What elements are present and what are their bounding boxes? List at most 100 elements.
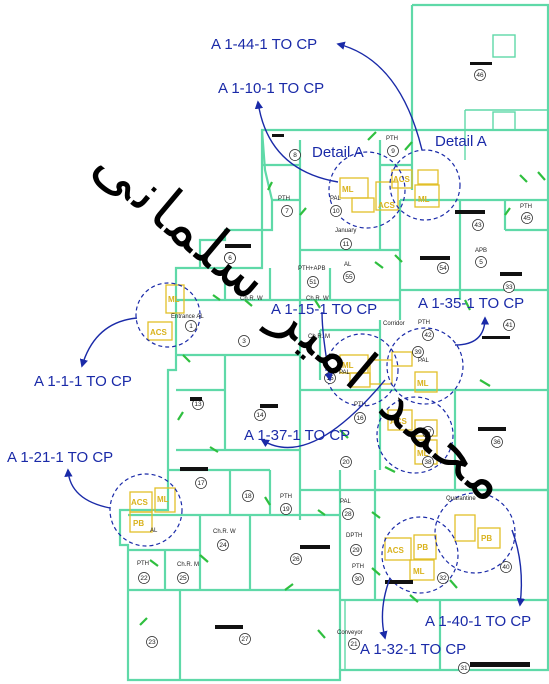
room-number-bubble: 30 bbox=[352, 573, 364, 585]
room-number-bubble: 27 bbox=[239, 633, 251, 645]
room-label: PTH+APB bbox=[298, 266, 326, 272]
room-number-bubble: 20 bbox=[340, 456, 352, 468]
room-label: PTH bbox=[386, 136, 398, 142]
room-number-bubble: 38 bbox=[422, 456, 434, 468]
room-label: PTH bbox=[418, 320, 430, 326]
room-label: Conveyor bbox=[337, 630, 363, 636]
equipment-ml: ML bbox=[417, 379, 429, 388]
room-number: 37 bbox=[424, 429, 432, 436]
equipment-acs: ACS bbox=[150, 328, 168, 337]
room-number-bubble: 55 bbox=[343, 271, 355, 283]
room-number-circle bbox=[503, 281, 515, 293]
room-number-bubble: 19 bbox=[280, 503, 292, 515]
room-label: Ch.R. W bbox=[240, 296, 263, 302]
room-number-circle bbox=[330, 205, 342, 217]
room-number-circle bbox=[475, 256, 487, 268]
room-number-bubble: 43 bbox=[472, 219, 484, 231]
room-number-circle bbox=[350, 544, 362, 556]
room-number-bubble: 29 bbox=[350, 544, 362, 556]
room-number-circle bbox=[437, 572, 449, 584]
room-label: PAL bbox=[330, 196, 342, 202]
room-number-circle bbox=[340, 238, 352, 250]
room-number-bubble: 40 bbox=[500, 561, 512, 573]
room-label: PTH bbox=[280, 494, 292, 500]
room-number-circle bbox=[422, 426, 434, 438]
room-number-bubble: 3 bbox=[238, 335, 250, 347]
room-number: 43 bbox=[474, 222, 482, 229]
room-label: DPTH bbox=[346, 533, 362, 539]
room-number-circle bbox=[422, 329, 434, 341]
room-number: 39 bbox=[414, 349, 422, 356]
room-number-circle bbox=[412, 346, 424, 358]
watermark-text: محمد امیر سلمانی bbox=[80, 129, 523, 516]
callout-1-10-1: A 1-10-1 TO CP bbox=[218, 80, 324, 97]
room-label: Ch.R. M bbox=[308, 334, 330, 340]
room-number-circle bbox=[254, 409, 266, 421]
room-number: 24 bbox=[219, 542, 227, 549]
room-number-bubble: 9 bbox=[387, 145, 399, 157]
room-number-circle bbox=[352, 573, 364, 585]
room-number: 31 bbox=[460, 665, 468, 672]
room-number-bubble: 10 bbox=[330, 205, 342, 217]
room-number-bubble: 11 bbox=[340, 238, 352, 250]
room-number-circle bbox=[280, 503, 292, 515]
room-number-circle bbox=[422, 456, 434, 468]
room-number: 38 bbox=[424, 459, 432, 466]
room-number-bubble: 17 bbox=[195, 477, 207, 489]
room-label: PAL bbox=[339, 370, 351, 376]
room-number-circle bbox=[472, 219, 484, 231]
room-label: Ch.R. M bbox=[177, 562, 199, 568]
room-number-bubble: 37 bbox=[422, 426, 434, 438]
callout-detail-a-left: Detail A bbox=[312, 144, 364, 161]
room-number-circle bbox=[289, 149, 301, 161]
room-label: PTH bbox=[278, 196, 290, 202]
room-number-bubble: 5 bbox=[475, 256, 487, 268]
room-number-circle bbox=[177, 572, 189, 584]
equipment-acs: ACS bbox=[387, 546, 405, 555]
room-number-circle bbox=[521, 212, 533, 224]
room-number: 23 bbox=[148, 639, 156, 646]
room-number-bubble: 16 bbox=[354, 412, 366, 424]
equipment-acs: ACS bbox=[393, 175, 411, 184]
equipment-ml: ML bbox=[342, 185, 354, 194]
room-number-bubble: 39 bbox=[412, 346, 424, 358]
equipment-acs: ACS bbox=[378, 201, 396, 210]
room-label: Ch.R. W bbox=[306, 296, 329, 302]
watermark: محمد امیر سلمانی bbox=[80, 129, 523, 516]
room-number-bubble: 54 bbox=[437, 262, 449, 274]
room-number: 13 bbox=[194, 401, 202, 408]
outer-walls bbox=[118, 3, 549, 682]
room-number: 30 bbox=[354, 576, 362, 583]
callout-1-32-1: A 1-32-1 TO CP bbox=[360, 641, 466, 658]
room-number-circle bbox=[437, 262, 449, 274]
room-number: 25 bbox=[179, 575, 187, 582]
room-number: 36 bbox=[493, 439, 501, 446]
equipment-pb: PB bbox=[481, 534, 492, 543]
redactions bbox=[180, 62, 530, 667]
callout-1-15-1: A 1-15-1 TO CP bbox=[271, 301, 377, 318]
room-number-circle bbox=[343, 271, 355, 283]
room-number-circle bbox=[281, 205, 293, 217]
callout-1-21-1: A 1-21-1 TO CP bbox=[7, 449, 113, 466]
room-number-circle bbox=[503, 319, 515, 331]
callout-arrows bbox=[64, 41, 525, 640]
room-number: 10 bbox=[332, 208, 340, 215]
room-number-circle bbox=[217, 539, 229, 551]
room-number-bubble: 51 bbox=[307, 276, 319, 288]
room-number: 21 bbox=[350, 641, 358, 648]
room-number-circle bbox=[342, 508, 354, 520]
room-number-bubble: 42 bbox=[422, 329, 434, 341]
room-number-circle bbox=[195, 477, 207, 489]
room-number: 40 bbox=[502, 564, 510, 571]
room-number-bubble: 36 bbox=[491, 436, 503, 448]
room-number-bubble: 31 bbox=[458, 662, 470, 674]
room-number: 45 bbox=[523, 215, 531, 222]
equipment-pb: PB bbox=[133, 519, 144, 528]
room-number-bubble: 8 bbox=[289, 149, 301, 161]
room-label: Quarantine bbox=[446, 496, 476, 502]
room-label: Entrance AL bbox=[171, 314, 204, 320]
room-number-circle bbox=[238, 335, 250, 347]
room-number: 29 bbox=[352, 547, 360, 554]
room-number-circle bbox=[185, 320, 197, 332]
room-number: 14 bbox=[256, 412, 264, 419]
